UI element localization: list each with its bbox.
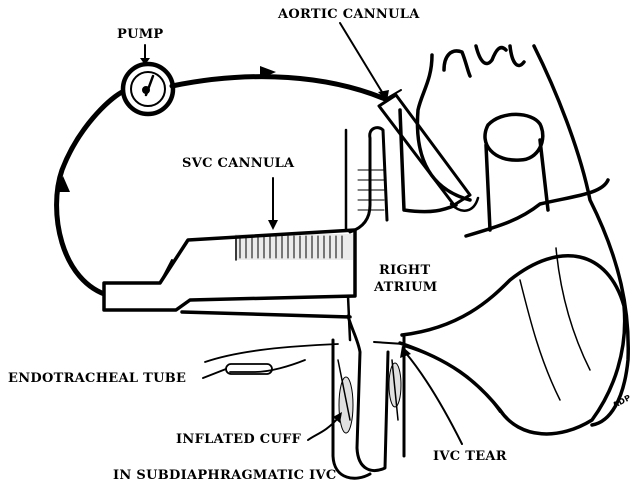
pump-icon — [123, 64, 173, 114]
pump-label: PUMP — [117, 27, 163, 42]
subdiaphragmatic-ivc-label: IN SUBDIAPHRAGMATIC IVC — [113, 468, 337, 483]
bypass-tubing-top — [172, 77, 392, 102]
aortic-cannula — [379, 90, 478, 211]
aortic-cannula-label: AORTIC CANNULA — [278, 7, 420, 22]
endotracheal-tube-label: ENDOTRACHEAL TUBE — [8, 371, 186, 386]
svc-cannula — [235, 128, 387, 260]
right-atrium-label-line1: RIGHT — [379, 263, 430, 278]
svc-cannula-label: SVC CANNULA — [182, 156, 294, 171]
bypass-tubing-circuit — [57, 92, 122, 296]
ivc-and-cannula — [333, 316, 404, 478]
inflated-cuff-label: INFLATED CUFF — [176, 432, 301, 447]
ivc-tear-label: IVC TEAR — [433, 449, 507, 464]
right-atrium-label-line2: ATRIUM — [374, 280, 437, 295]
